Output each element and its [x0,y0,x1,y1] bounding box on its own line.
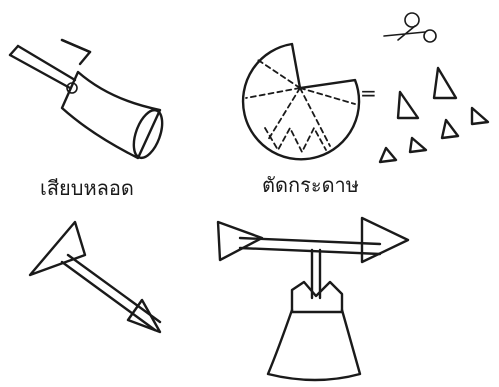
cut-lines [246,60,355,146]
straw-cup-sketch [10,40,168,162]
paper-circle-sketch [243,44,359,159]
vane-post [312,250,320,298]
zigzag-cut [265,128,326,152]
vane-shaft [240,238,380,254]
vane-head [362,218,408,262]
triangle-piece [442,120,458,138]
triangle-pieces [380,68,488,162]
insert-arrow [62,40,90,64]
weathervane-sketch [218,218,408,380]
triangle-piece [398,92,418,118]
vane-cap [292,282,342,312]
scissors-icon [384,13,436,42]
vane-cup [268,310,360,380]
arrow-assembly-sketch [30,222,160,332]
caption-straw: เสียบหลอด [40,176,134,200]
triangle-piece [380,148,396,162]
arrow-shaft [62,255,160,330]
arrow-tail [30,222,85,275]
vane-tail [218,222,262,260]
triangle-piece [410,138,426,152]
triangle-piece [472,108,488,124]
equals-sign: = [360,81,377,105]
caption-cut: ตัดกระดาษ [262,173,359,197]
straw [10,46,75,88]
triangle-piece [434,68,456,98]
arrow-head [128,300,160,332]
